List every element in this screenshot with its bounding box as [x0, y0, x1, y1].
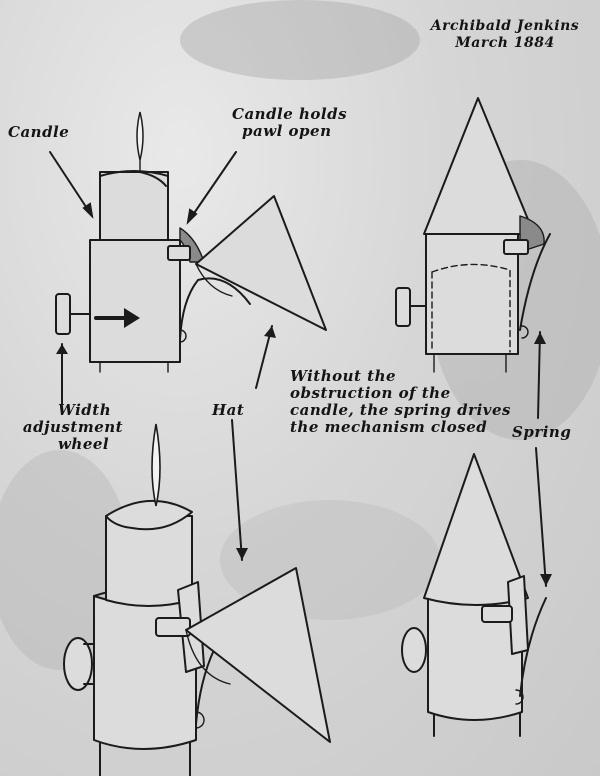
hat: [195, 195, 327, 331]
candle-flame-detail: [151, 423, 161, 507]
hat-closed: [423, 97, 535, 235]
figure-open-detail: [63, 423, 331, 776]
author-name: Archibald Jenkins: [430, 18, 580, 34]
adjustment-wheel-detail: [63, 637, 93, 691]
label-candle-holds: Candle holds pawl open: [232, 106, 347, 140]
label-without-line-4: the mechanism closed: [290, 418, 488, 436]
label-without-line-1: Without the: [290, 367, 397, 385]
pawl: [179, 227, 205, 263]
label-spring: Spring: [512, 423, 572, 441]
candle: [99, 111, 169, 241]
label-without-obstruction: Without the obstruction of the candle, t…: [290, 368, 511, 436]
candle-flame: [136, 111, 144, 161]
author-signature: Archibald Jenkins March 1884: [430, 18, 580, 52]
label-width-line-1: Width: [58, 401, 112, 419]
label-hat: Hat: [212, 401, 245, 419]
hat-closed-detail: [423, 453, 529, 606]
spring-closed-detail: [519, 597, 547, 697]
hat-detail: [185, 567, 331, 743]
label-without-line-2: obstruction of the: [290, 384, 451, 402]
figure-closed-detail: [401, 453, 547, 737]
label-width-line-3: wheel: [58, 435, 110, 453]
figure-open-mechanism: [55, 111, 327, 373]
spring-closed: [519, 233, 551, 331]
housing-closed: [425, 233, 519, 355]
label-without-line-3: candle, the spring drives: [290, 401, 511, 419]
spring-detail: [195, 649, 215, 725]
label-candle-holds-line-1: Candle holds: [232, 105, 348, 123]
callout-arrows: [49, 151, 552, 587]
label-candle: Candle: [8, 123, 70, 141]
label-candle-holds-line-2: pawl open: [242, 122, 332, 140]
adjustment-wheel: [55, 293, 71, 335]
spring: [179, 277, 251, 341]
label-width-adjustment-wheel: Width adjustment wheel: [18, 402, 128, 453]
label-width-line-2: adjustment: [22, 418, 124, 436]
drawing-date: March 1884: [455, 35, 555, 51]
figure-closed-mechanism: [395, 97, 551, 373]
housing: [89, 239, 181, 363]
